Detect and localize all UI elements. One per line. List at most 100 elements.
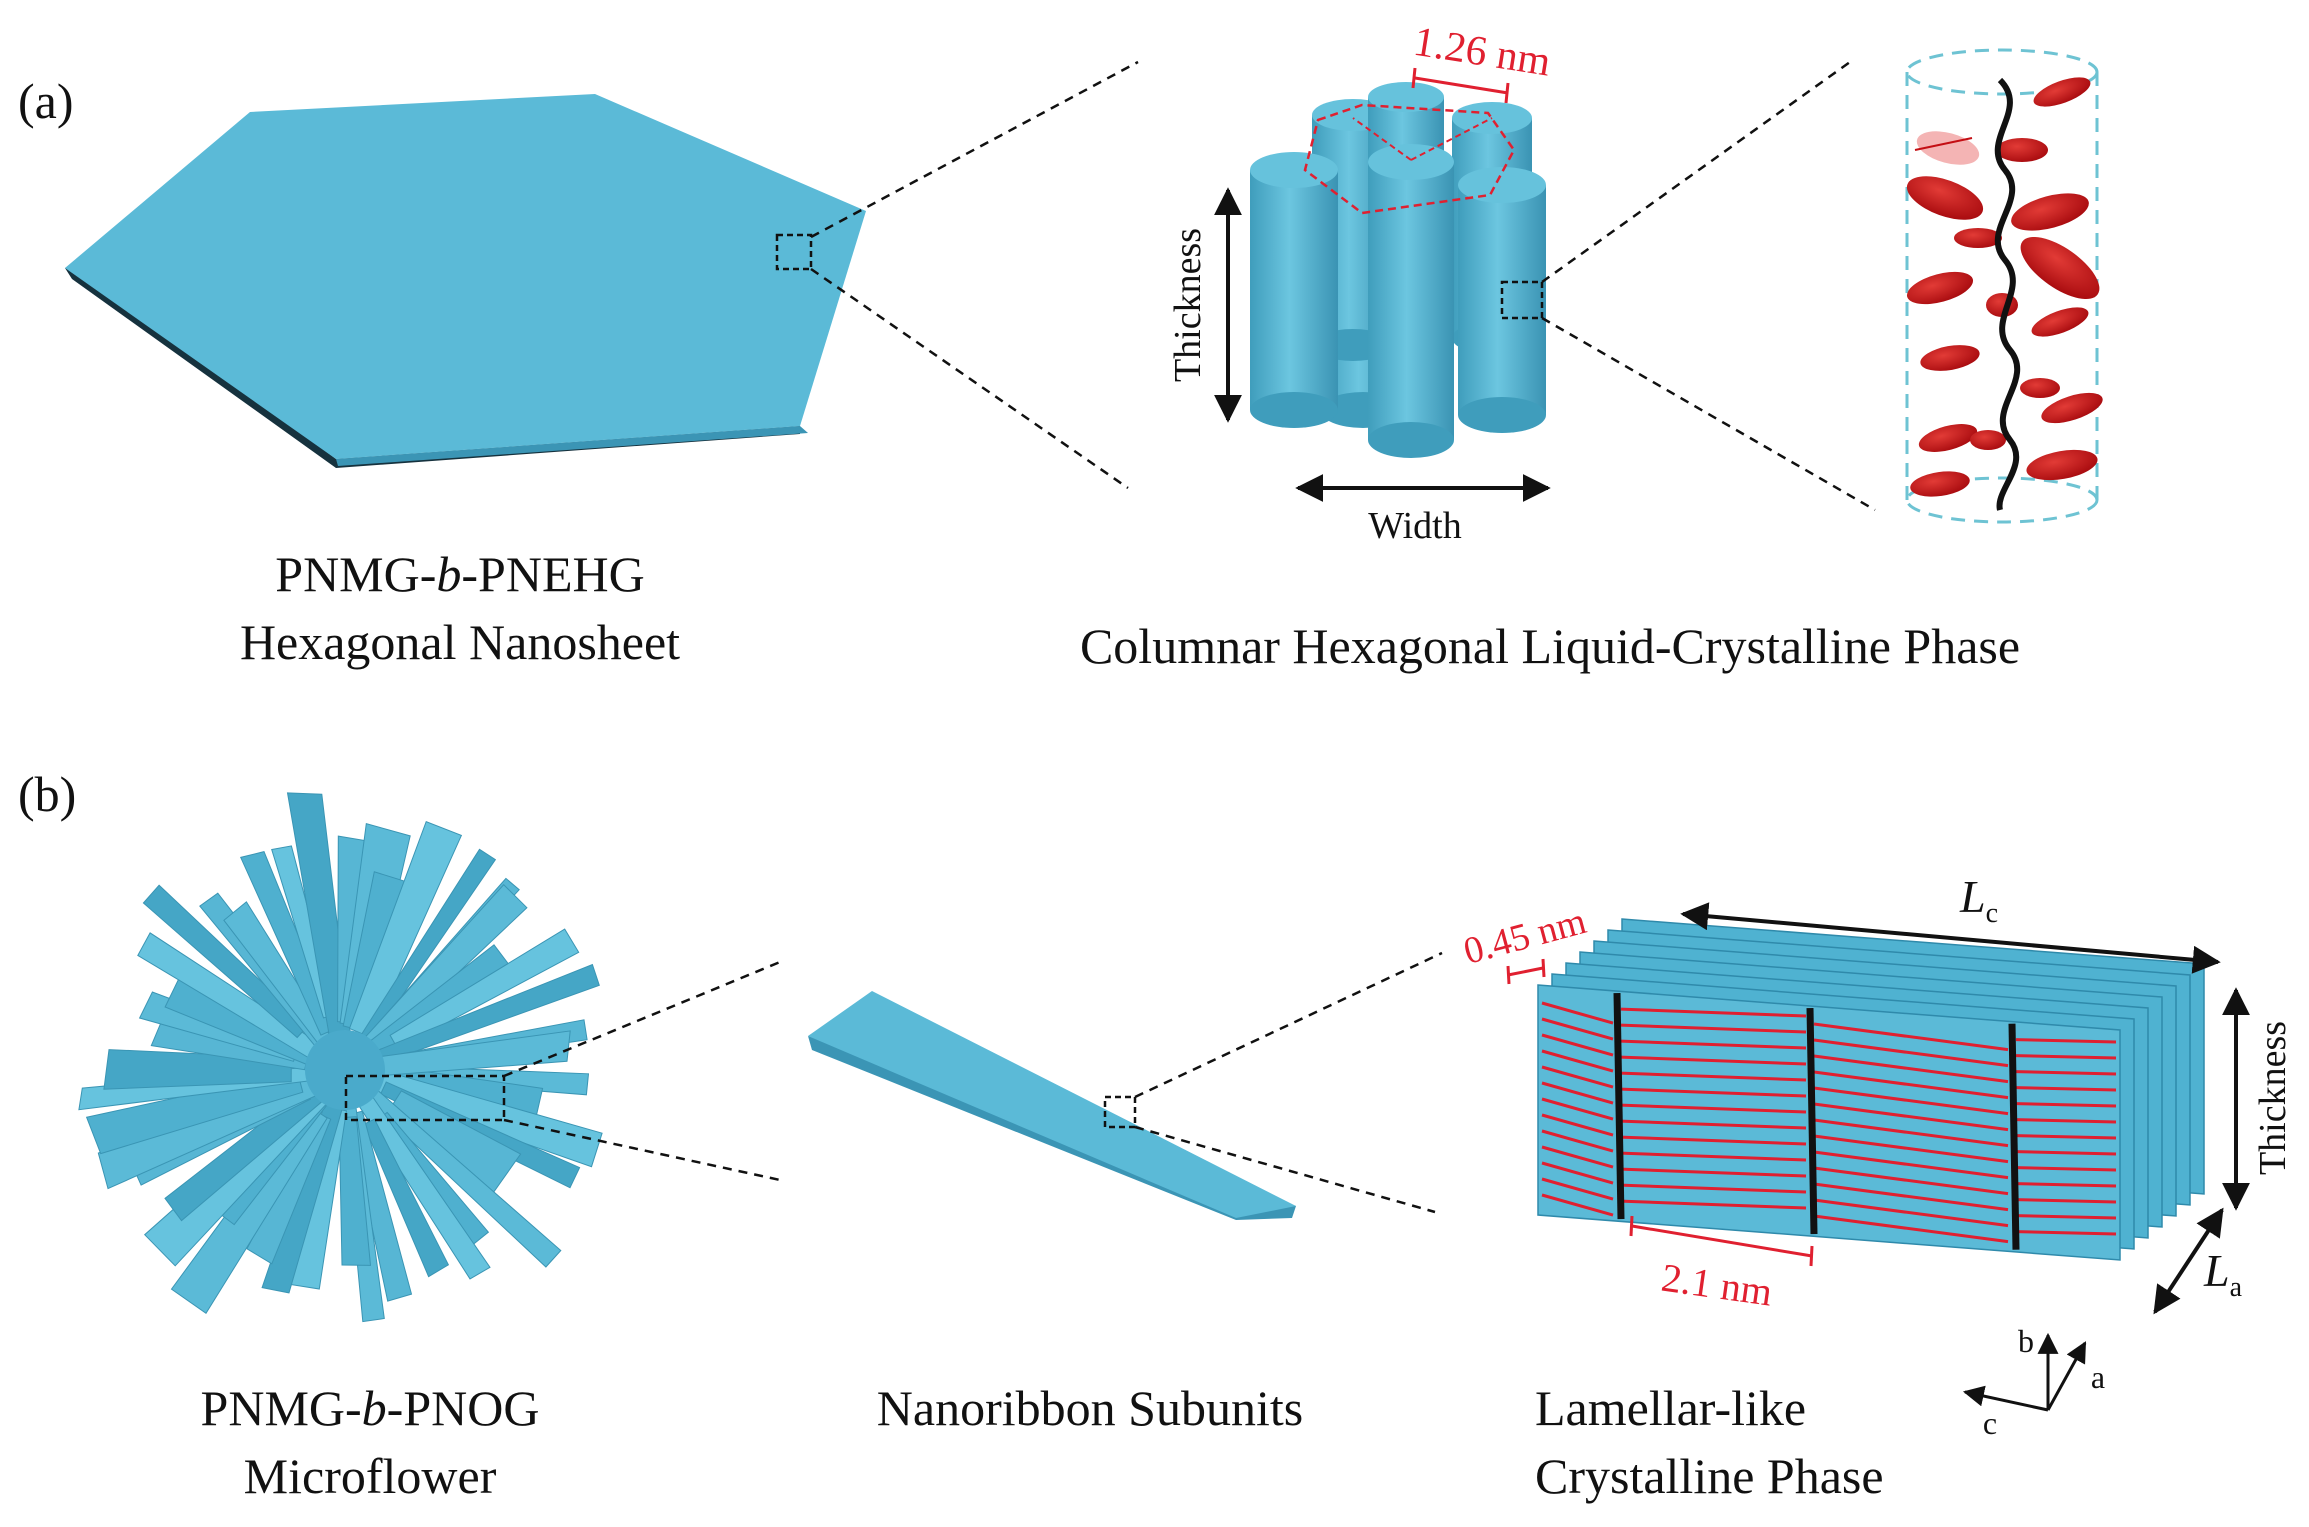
microflower — [78, 792, 603, 1323]
zoom-line — [1541, 60, 1851, 284]
nanoribbon-caption: Nanoribbon Subunits — [876, 1380, 1304, 1436]
lamellar-stack — [1537, 918, 2205, 1261]
microflower-zoom-box — [344, 1074, 506, 1122]
side-chain — [1620, 1023, 1807, 1034]
microflower-petal — [239, 851, 337, 1036]
axis-b-label: b — [2018, 1323, 2034, 1359]
side-chain — [1541, 1001, 1614, 1025]
cylinder-zoom-box — [1500, 280, 1544, 320]
nanosheet-top-face — [65, 94, 866, 459]
side-chain — [1813, 1198, 2009, 1228]
side-chain — [1813, 1070, 2009, 1100]
axis-a-label: a — [2091, 1359, 2105, 1395]
side-chain — [1620, 1087, 1807, 1098]
side-chain — [1541, 1129, 1614, 1153]
thickness-label-b: Thickness — [2252, 1021, 2294, 1175]
side-chain — [1541, 1161, 1614, 1185]
zoom-line — [810, 60, 1139, 239]
la-arrow — [2153, 1207, 2224, 1315]
lattice-spacing-label: 1.26 nm — [1410, 19, 1553, 86]
zoom-line — [810, 267, 1129, 490]
period-marker — [1629, 1215, 1814, 1267]
side-chain — [1813, 1214, 2009, 1244]
side-chain — [1541, 1017, 1614, 1041]
lamellar-phase-caption: Lamellar-like Crystalline Phase — [1535, 1380, 1884, 1504]
side-chain — [2015, 1070, 2117, 1076]
thickness-label: Thickness — [1167, 228, 1209, 382]
columnar-phase-caption: Columnar Hexagonal Liquid-Crystalline Ph… — [1079, 618, 2021, 674]
hexagonal-nanosheet — [65, 94, 866, 468]
side-chain — [2015, 1150, 2117, 1156]
side-chain — [1620, 1119, 1807, 1130]
side-chain — [1620, 1071, 1807, 1082]
cylinder — [1368, 144, 1454, 458]
side-chain — [1813, 1038, 2009, 1068]
side-chain — [2015, 1134, 2117, 1140]
width-label: Width — [1368, 505, 1461, 547]
microflower-petal — [389, 928, 580, 1050]
side-chain — [1541, 1177, 1614, 1201]
side-chain — [2015, 1118, 2117, 1124]
side-chain — [1620, 1167, 1807, 1178]
microflower-petal — [348, 820, 463, 1038]
side-chain — [1541, 1145, 1614, 1169]
microflower-petal — [142, 884, 309, 1039]
side-chain — [1813, 1182, 2009, 1212]
side-chain-ellipsoids — [1906, 77, 2103, 497]
lattice-radius — [1410, 117, 1493, 161]
interlayer-spacing-label: 0.45 nm — [1459, 900, 1590, 973]
helical-column — [1905, 48, 2103, 524]
column-bottom-outline — [1905, 476, 2099, 524]
la-label: La — [2203, 1245, 2243, 1303]
side-chain-tether — [1914, 137, 1973, 151]
side-chain — [1620, 1199, 1807, 1210]
zoom-line — [1134, 1125, 1436, 1214]
side-chain — [1813, 1022, 2009, 1052]
zoom-line — [1541, 316, 1876, 512]
side-chain — [1620, 1103, 1807, 1114]
side-chain — [2015, 1038, 2117, 1044]
lattice-radius — [1352, 117, 1412, 161]
interlayer-spacing-marker — [1506, 958, 1546, 985]
microflower-petal — [362, 1118, 450, 1278]
side-chain — [1620, 1055, 1807, 1066]
side-chain — [1541, 1193, 1614, 1217]
side-chain — [2015, 1054, 2117, 1060]
polymer-backbone — [1806, 1007, 1818, 1235]
nanosheet-caption: PNMG-b-PNEHG Hexagonal Nanosheet — [239, 546, 681, 670]
side-chain — [1813, 1150, 2009, 1180]
microflower-caption: PNMG-b-PNOG Microflower — [200, 1380, 540, 1504]
side-chain — [1620, 1183, 1807, 1194]
side-chain — [1813, 1166, 2009, 1196]
side-chain — [1813, 1118, 2009, 1148]
side-chain — [1813, 1086, 2009, 1116]
side-chain — [1813, 1054, 2009, 1084]
microflower-petal — [338, 1116, 372, 1266]
side-chain — [1620, 1135, 1807, 1146]
side-chain — [2015, 1214, 2117, 1220]
panel-label-a: (a) — [18, 73, 74, 129]
side-chain — [1541, 1033, 1614, 1057]
side-chain — [1541, 1097, 1614, 1121]
side-chain — [2015, 1230, 2117, 1236]
lc-arrow — [1680, 902, 2221, 974]
lattice-spacing-marker — [1411, 67, 1510, 104]
polymer-backbone — [2008, 1023, 2020, 1250]
side-chain — [2015, 1198, 2117, 1204]
side-chain — [2015, 1182, 2117, 1188]
crystal-axes — [1962, 1332, 2087, 1412]
side-chain — [2015, 1102, 2117, 1108]
side-chain — [1541, 1081, 1614, 1105]
zoom-line — [1134, 951, 1443, 1099]
zoom-line — [503, 960, 781, 1078]
microflower-core — [305, 1030, 385, 1110]
nanosheet-zoom-box — [775, 233, 813, 271]
side-chain — [1620, 1151, 1807, 1162]
nanoribbon-top-face — [808, 991, 1296, 1218]
columnar-cylinder-bundle — [1250, 82, 1546, 458]
side-chain — [1620, 1039, 1807, 1050]
nanosheet-bottom-edge — [336, 426, 808, 466]
side-chain — [1620, 1007, 1807, 1018]
nanoribbon-zoom-box — [1103, 1095, 1137, 1129]
